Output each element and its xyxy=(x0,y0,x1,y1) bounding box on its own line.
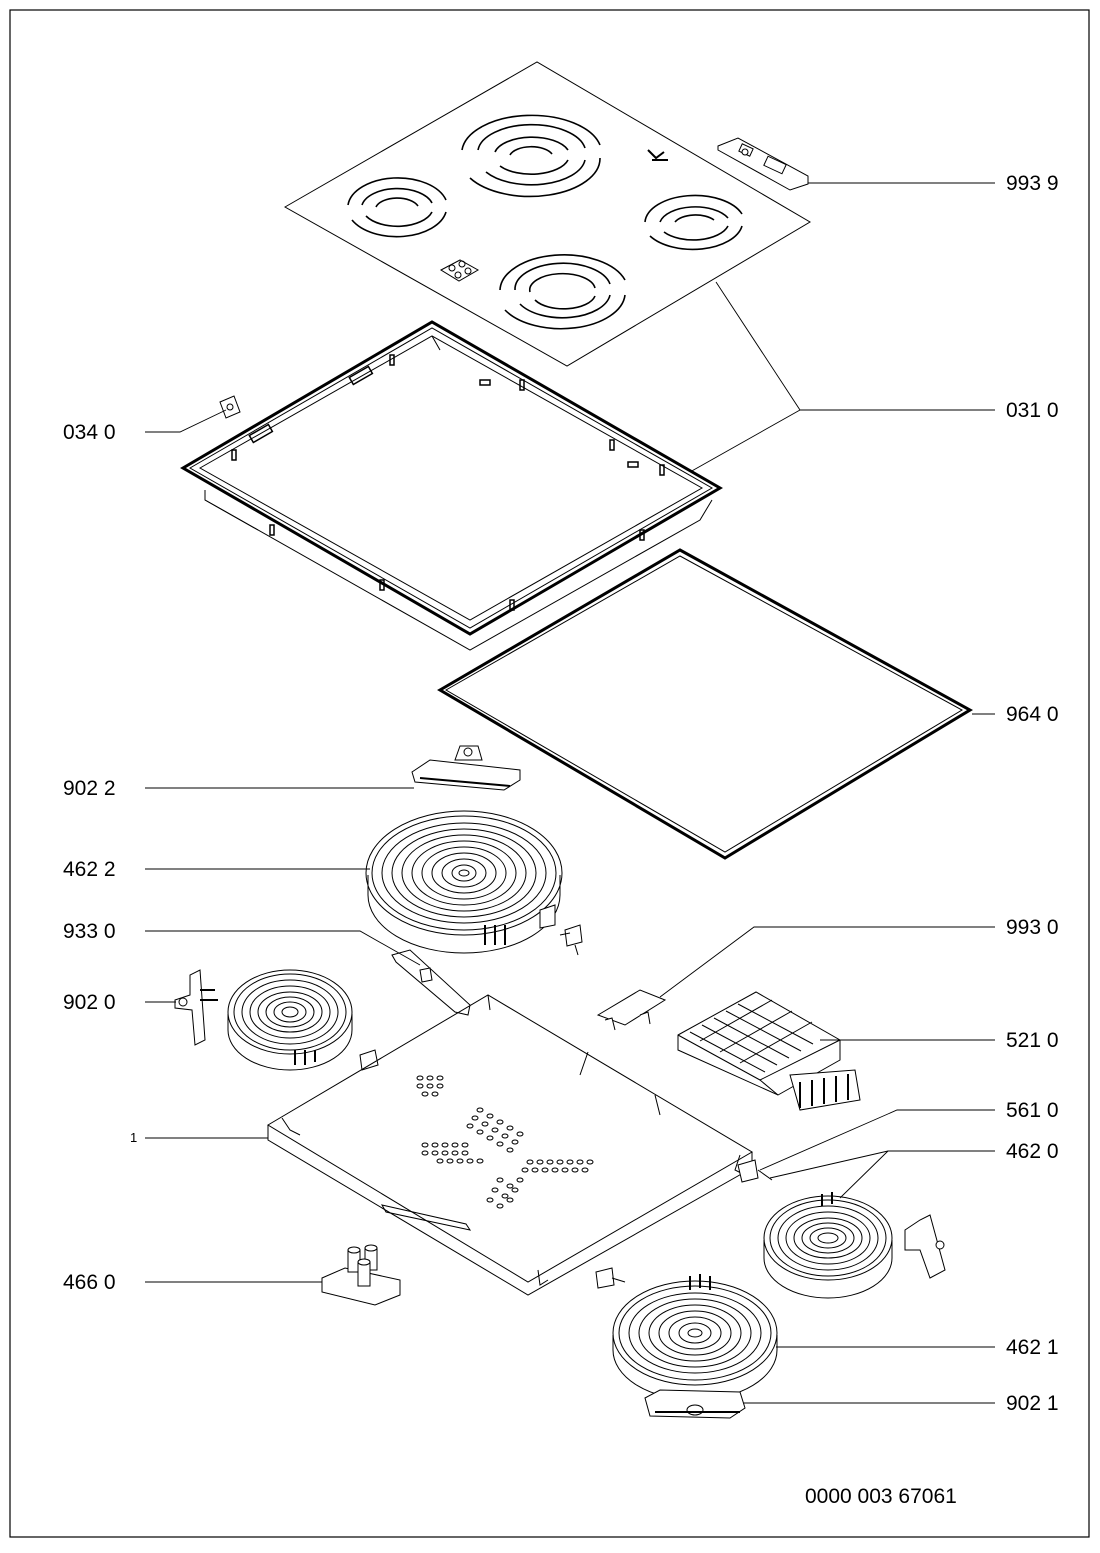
callout-902-0: 902 0 xyxy=(63,991,116,1014)
switch-cells xyxy=(689,999,814,1073)
callout-993-9: 993 9 xyxy=(1006,172,1059,195)
callout-462-2: 462 2 xyxy=(63,858,116,881)
callout-902-1: 902 1 xyxy=(1006,1392,1059,1415)
limiter-switch-462-1 xyxy=(595,1267,626,1289)
heater-462-1 xyxy=(612,1274,778,1401)
part-902-2-bracket xyxy=(411,745,521,791)
heater-coils-462-0 xyxy=(777,1205,879,1271)
document-number: 0000 003 67061 xyxy=(805,1485,957,1508)
callout-902-2: 902 2 xyxy=(63,777,116,800)
heater-462-2 xyxy=(365,810,563,954)
part-034-0-clip xyxy=(219,395,241,419)
cooking-zone-marking-left xyxy=(347,177,447,238)
leader-lines xyxy=(145,182,995,1404)
part-521-0-switch-unit xyxy=(677,991,861,1111)
callout-462-0: 462 0 xyxy=(1006,1140,1059,1163)
callout-462-1: 462 1 xyxy=(1006,1336,1059,1359)
part-933-0-clip xyxy=(391,949,471,1016)
cooking-zone-marking-right xyxy=(644,194,743,251)
heater-coils-small xyxy=(241,979,339,1045)
zone-symbol-icon xyxy=(439,259,480,282)
heater-462-0 xyxy=(763,1192,893,1299)
terminal-block xyxy=(789,1069,861,1111)
part-561-0-limiter xyxy=(737,1159,773,1183)
callout-993-0: 993 0 xyxy=(1006,916,1059,939)
seal-964-0 xyxy=(437,548,973,860)
callout-1: 1 xyxy=(130,1130,138,1145)
callout-466-0: 466 0 xyxy=(63,1271,116,1294)
heater-coils-large xyxy=(381,822,547,924)
part-993-0-bracket xyxy=(596,989,667,1031)
part-902-0-bracket xyxy=(174,969,218,1046)
vent-holes xyxy=(416,1075,594,1209)
heater-902-0-small xyxy=(227,969,379,1071)
callout-964-0: 964 0 xyxy=(1006,703,1059,726)
heater-coils-462-1 xyxy=(628,1292,762,1374)
page-frame xyxy=(9,9,1090,1538)
frame-slots xyxy=(231,354,665,611)
limiter-switch xyxy=(559,924,583,956)
cooking-zone-marking-front xyxy=(499,254,626,330)
cooking-zone-marking-large xyxy=(461,114,601,198)
part-993-9-bracket xyxy=(717,137,809,191)
frame-031-0 xyxy=(180,320,723,651)
glass-ceramic-top xyxy=(283,61,811,367)
callout-561-0: 561 0 xyxy=(1006,1099,1059,1122)
callout-031-0: 031 0 xyxy=(1006,399,1059,422)
callout-933-0: 933 0 xyxy=(63,920,116,943)
callout-034-0: 034 0 xyxy=(63,421,116,444)
part-902-1-bracket xyxy=(644,1389,746,1419)
brand-logo-icon xyxy=(647,149,668,161)
callout-521-0: 521 0 xyxy=(1006,1029,1059,1052)
part-466-0-terminal-block xyxy=(321,1244,401,1306)
part-902-bracket-right xyxy=(904,1214,946,1279)
